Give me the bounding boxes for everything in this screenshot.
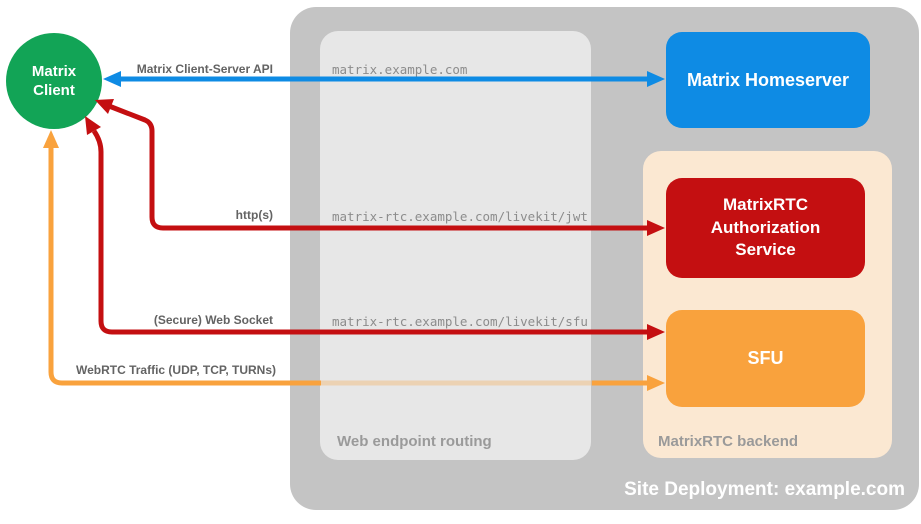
sfu-label: SFU [747,348,784,368]
matrixrtc-authorization-service-node: MatrixRTC Authorization Service [666,178,865,278]
endpoint-livekit-jwt: matrix-rtc.example.com/livekit/jwt [332,209,588,224]
endpoint-livekit-sfu: matrix-rtc.example.com/livekit/sfu [332,314,588,329]
matrixrtc-backend-label: MatrixRTC backend [658,433,799,450]
web-endpoint-routing-label: Web endpoint routing [337,433,492,450]
web-endpoint-routing-box [320,31,591,460]
https-label: http(s) [235,208,273,222]
site-deployment-title: Site Deployment: example.com [624,479,905,500]
matrix-client-label: Matrix Client [31,62,77,100]
matrix-client-node: Matrix Client [6,33,102,129]
client-server-api-label: Matrix Client-Server API [136,62,273,76]
matrix-homeserver-node: Matrix Homeserver [666,32,870,128]
web-socket-label: (Secure) Web Socket [153,313,273,327]
matrixrtc-authorization-service-label: MatrixRTC Authorization Service [710,194,821,260]
webrtc-traffic-label: WebRTC Traffic (UDP, TCP, TURNs) [75,363,276,377]
endpoint-matrix-example-com: matrix.example.com [332,62,468,77]
sfu-node: SFU [666,310,865,407]
matrix-homeserver-label: Matrix Homeserver [686,69,850,90]
